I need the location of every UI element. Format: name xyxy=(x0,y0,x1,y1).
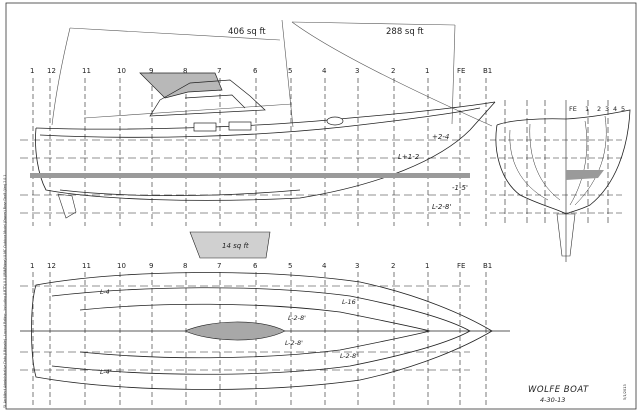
sheet-border xyxy=(5,2,637,410)
station-label: 2 xyxy=(391,262,395,270)
station-label: 3 xyxy=(355,262,359,270)
keel-area xyxy=(189,231,271,259)
station-label: 9 xyxy=(149,262,153,270)
body-plan-station-label: 4 xyxy=(613,105,617,113)
waterline-label: -1-5' xyxy=(452,184,468,192)
plan-waterline-label: L-4 xyxy=(100,288,110,296)
keel-area-label: 14 sq ft xyxy=(222,242,249,250)
rudder xyxy=(57,193,77,219)
station-label: 6 xyxy=(253,67,258,75)
body-plan-station-label: FE xyxy=(569,105,577,113)
station-label: 1 xyxy=(425,67,429,75)
station-label: 11 xyxy=(82,67,91,75)
keel-plan xyxy=(184,321,286,341)
plan-waterline-label: L-2-8' xyxy=(340,352,358,360)
plan-waterline-label: L-2-8' xyxy=(285,339,303,347)
station-label: 9 xyxy=(149,67,153,75)
plan-waterline-label: L-16 xyxy=(342,298,356,306)
body-plan-station-label: 2 xyxy=(597,105,601,113)
plan-waterline-label: L-2-8' xyxy=(288,314,306,322)
station-label: 1 xyxy=(425,262,429,270)
profile-station-labels: 1 12 11 10 9 8 7 6 5 4 3 2 1 FE B1 xyxy=(30,67,492,75)
plan-waterline-label: L-4' xyxy=(100,368,112,376)
station-label: 10 xyxy=(117,262,126,270)
hull-plan xyxy=(31,272,493,390)
station-label: 5 xyxy=(288,67,292,75)
body-plan-station-label: 1 xyxy=(585,105,589,113)
station-label: 3 xyxy=(355,67,359,75)
profile-station-lines xyxy=(32,78,487,226)
main-sail-area: 406 sq ft xyxy=(228,27,266,37)
rig xyxy=(51,19,493,128)
corner-date: 5/1/2013 xyxy=(623,384,627,400)
station-label: 8 xyxy=(183,262,187,270)
station-label: 6 xyxy=(253,262,258,270)
margin-credits-text: SL Architect Administrative Data (Ultima… xyxy=(3,174,7,408)
station-label: 4 xyxy=(322,262,327,270)
station-label: 1 xyxy=(30,262,34,270)
station-label: 5 xyxy=(288,262,292,270)
design-waterline-band xyxy=(30,173,470,178)
station-label: B1 xyxy=(483,67,492,75)
station-label: 12 xyxy=(47,67,56,75)
body-plan-station-label: 5 xyxy=(621,105,625,113)
drawing-date: 4-30-13 xyxy=(540,396,565,404)
drawing-title: WOLFE BOAT xyxy=(528,385,589,395)
body-plan xyxy=(490,100,631,262)
station-label: B1 xyxy=(483,262,492,270)
station-label: 4 xyxy=(322,67,327,75)
waterline-label: L+1-2 xyxy=(398,153,420,161)
station-label: 11 xyxy=(82,262,91,270)
station-label: 12 xyxy=(47,262,56,270)
station-label: FE xyxy=(457,67,465,75)
station-label: 2 xyxy=(391,67,395,75)
station-label: 7 xyxy=(217,67,221,75)
station-label: FE xyxy=(457,262,465,270)
jib-sail-area: 288 sq ft xyxy=(386,27,424,37)
station-label: 1 xyxy=(30,67,34,75)
waterline-label: +2-4 xyxy=(432,133,449,141)
waterline-label: L-2-8' xyxy=(432,203,451,211)
station-label: 10 xyxy=(117,67,126,75)
station-label: 7 xyxy=(217,262,221,270)
station-label: 8 xyxy=(183,67,187,75)
margin-credits: SL Architect Administrative Data (Ultima… xyxy=(0,0,10,414)
cabin-house xyxy=(139,72,344,132)
body-plan-station-label: 3 xyxy=(605,105,609,113)
plan-station-labels: 1 12 11 10 9 8 7 6 5 4 3 2 1 FE B1 xyxy=(30,262,492,270)
profile-waterlines xyxy=(20,139,470,214)
